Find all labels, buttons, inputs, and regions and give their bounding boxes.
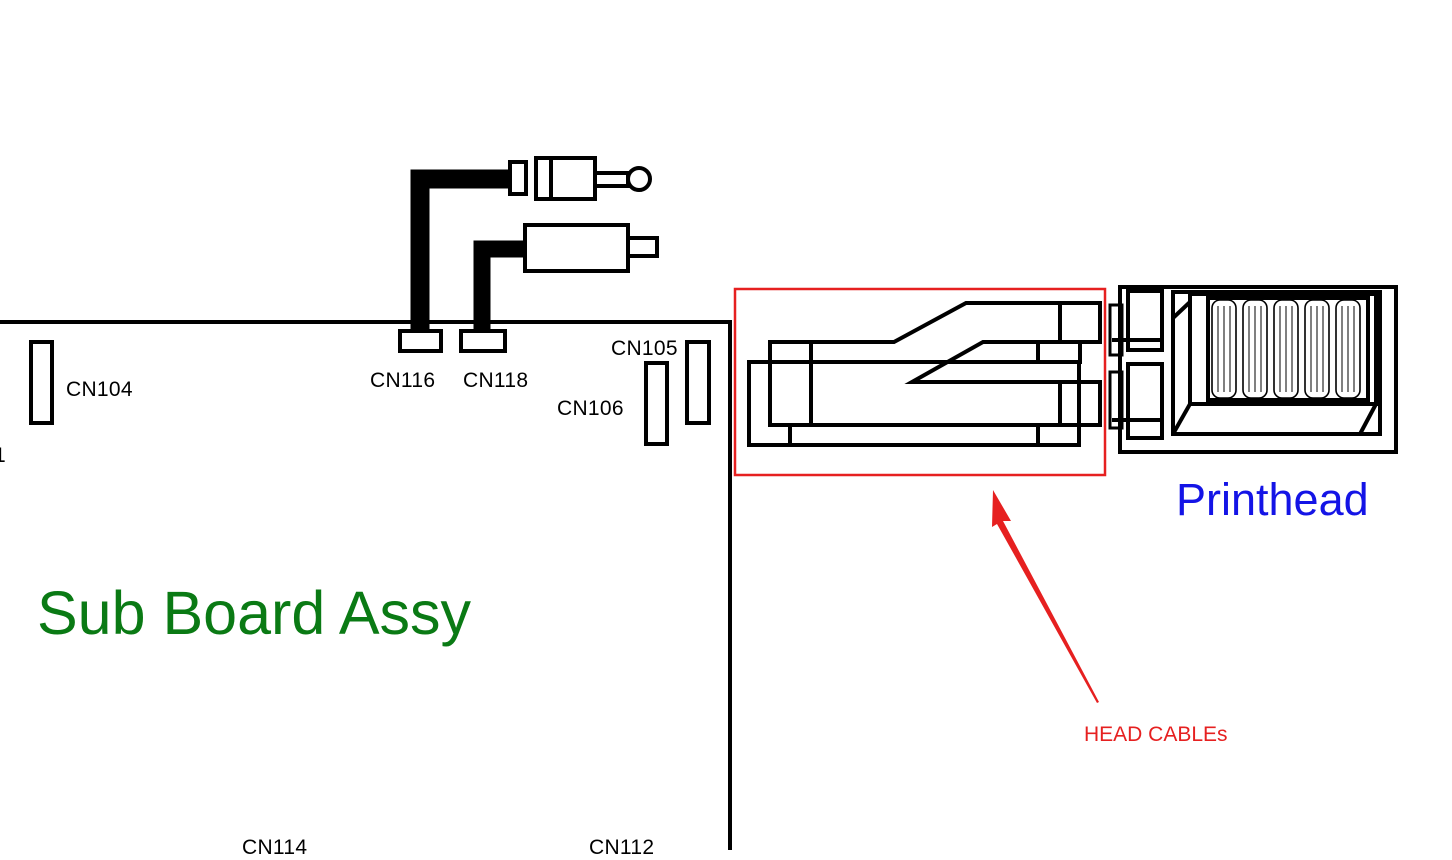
cn112-label: CN112 [589,836,655,859]
printhead-nozzle-rows [1211,299,1361,399]
cn118-label: CN118 [463,369,529,392]
printhead-title: Printhead [1176,474,1369,525]
printhead-socket-upper [1126,289,1164,352]
cn116-label: CN116 [370,369,436,392]
connector-cn105 [685,340,711,425]
printhead [1108,285,1398,454]
head-cables-label: HEAD CABLEs [1084,723,1228,746]
lower-component [523,223,659,273]
printhead-socket-lower [1126,362,1164,440]
edge-connector-label-fragment: 1 [0,444,6,468]
sub-board-outline [0,320,732,850]
cable-cn116 [410,169,512,329]
cn104-label: CN104 [66,378,133,401]
cable-cn118 [473,240,526,329]
cn114-label: CN114 [242,836,308,859]
head-cables-highlight-box [733,287,1107,477]
sub-board-title: Sub Board Assy [37,579,472,647]
head-cables-arrow [992,490,1099,703]
connector-cn118 [459,329,507,353]
connector-cn106 [644,361,669,446]
cn106-label: CN106 [557,397,624,420]
connector-cn116 [398,329,443,353]
connector-cn104 [29,340,54,425]
cn105-label: CN105 [611,337,678,360]
upper-sensor-component [508,156,652,201]
head-cables [747,301,1102,447]
